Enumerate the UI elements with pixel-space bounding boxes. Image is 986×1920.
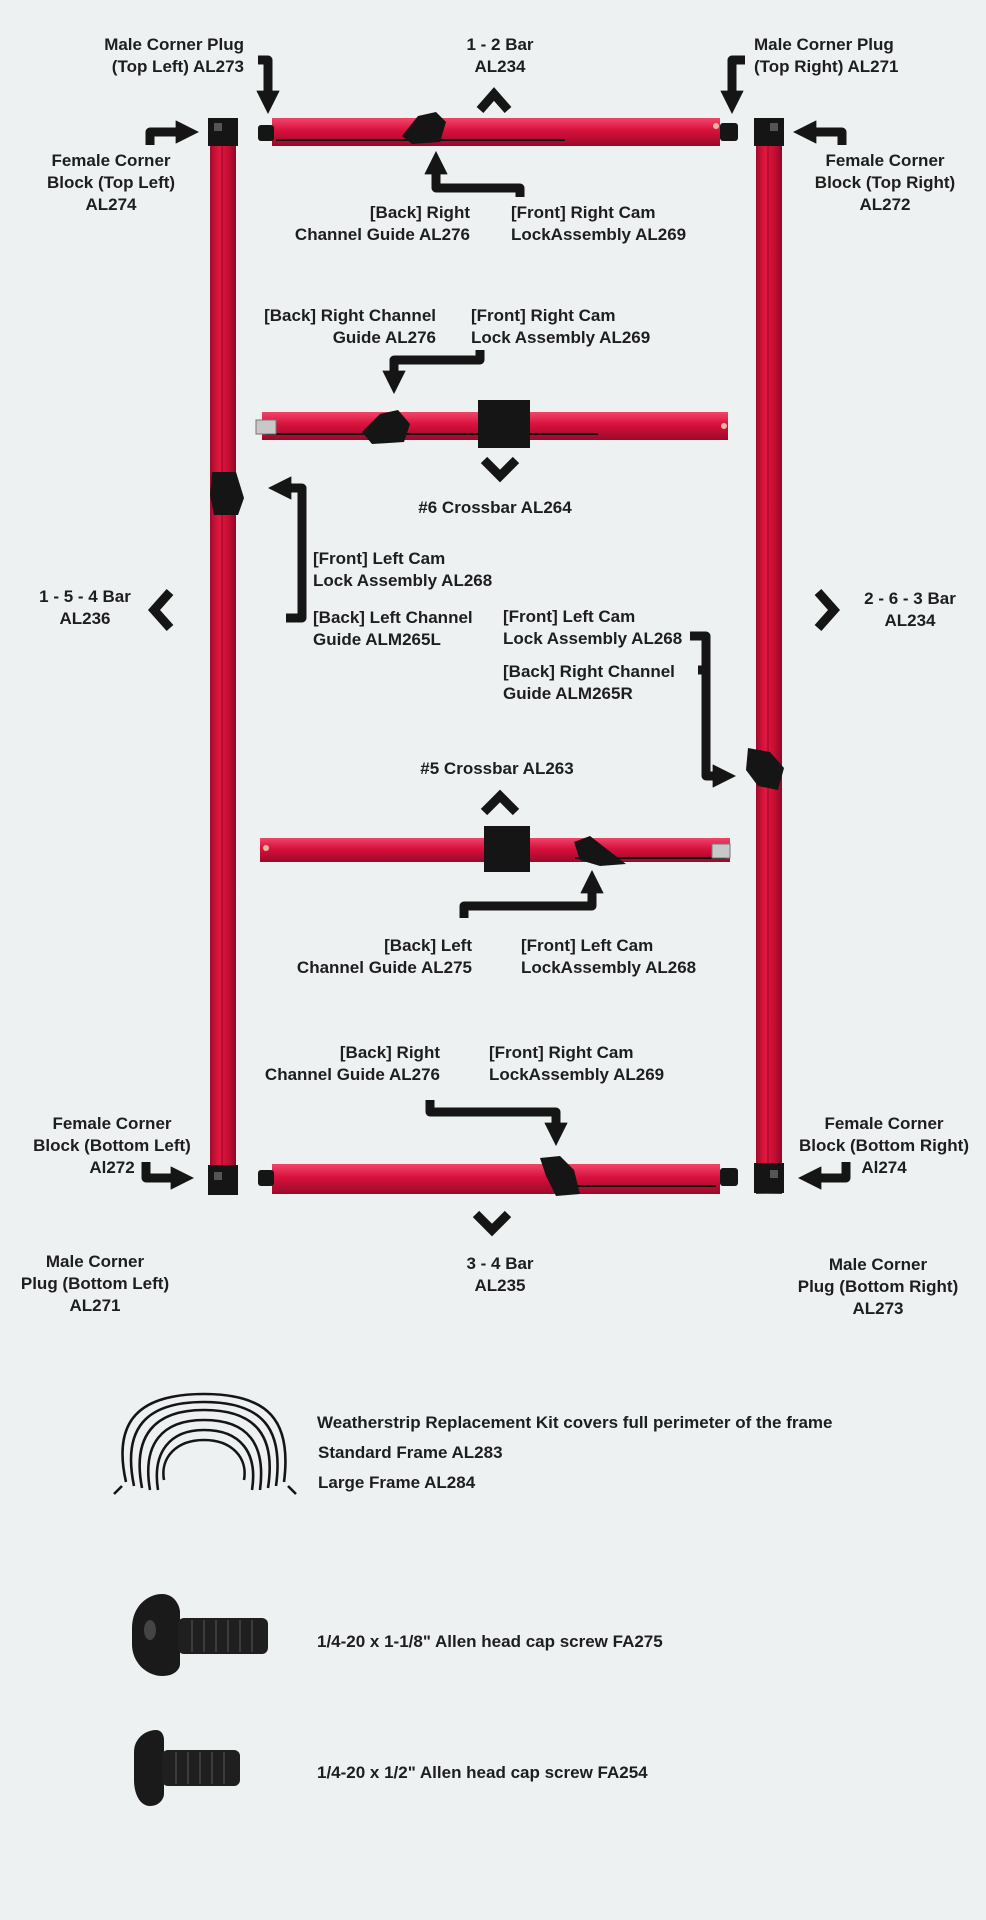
- crossbar-6: [255, 400, 728, 448]
- bar-1-2: [258, 112, 738, 146]
- label-crossbar-6: #6 Crossbar AL264: [418, 498, 572, 517]
- label-left-front-left-cam-lock: [Front] Left Cam Lock Assembly AL268: [313, 549, 493, 590]
- bent-arrow-icon: [141, 55, 851, 1190]
- bar-1-5-4: [208, 118, 244, 1195]
- chevron-bar-1-2: [476, 87, 512, 113]
- clamp-block-icon: [478, 400, 530, 448]
- male-corner-plug-bottom-right: [720, 1168, 738, 1186]
- label-male-corner-plug-bottom-right: Male Corner Plug (Bottom Right) AL273: [797, 1255, 959, 1318]
- weatherstrip-standard-frame: Standard Frame AL283: [318, 1443, 503, 1462]
- arrow-female-block-bottom-right: [797, 1162, 851, 1190]
- arrow-male-plug-top-right: [720, 55, 745, 115]
- arrow-female-block-top-left: [145, 120, 200, 145]
- label-top-front-right-cam-lock: [Front] Right Cam LockAssembly AL269: [511, 203, 687, 244]
- chevron-crossbar-5: [480, 789, 520, 816]
- chevron-icon: [147, 87, 841, 1237]
- chevron-bar-2-6-3: [814, 589, 841, 631]
- arrow-crossbar6-cam-lock: [382, 350, 485, 395]
- crossbar-5: [260, 826, 731, 872]
- arrow-crossbar5-cam-lock: [459, 869, 604, 918]
- arrow-left-channel-guide-stem: [286, 520, 307, 623]
- label-bottom-back-right-channel-guide: [Back] Right Channel Guide AL276: [264, 1043, 440, 1084]
- label-crossbar-5: #5 Crossbar AL263: [420, 759, 574, 778]
- female-corner-block-bottom-right: [754, 1163, 784, 1193]
- label-crossbar5-front-left-cam-lock: [Front] Left Cam LockAssembly AL268: [521, 936, 697, 977]
- male-corner-plug-bottom-left: [258, 1170, 274, 1186]
- arrow-bottom-cam-lock: [425, 1100, 568, 1147]
- cam-lock-icon: [210, 472, 244, 515]
- label-crossbar6-back-right-channel-guide: [Back] Right Channel Guide AL276: [264, 306, 436, 347]
- arrow-right-cam-lock: [690, 631, 737, 788]
- female-corner-block-bottom-left: [208, 1165, 238, 1195]
- label-top-back-right-channel-guide: [Back] Right Channel Guide AL276: [294, 203, 470, 244]
- chevron-bar-3-4: [472, 1210, 512, 1237]
- bar-3-4: [258, 1156, 738, 1196]
- screw-short-label: 1/4-20 x 1/2" Allen head cap screw FA254: [317, 1763, 648, 1782]
- female-corner-block-top-right: [754, 118, 784, 146]
- label-crossbar5-back-left-channel-guide: [Back] Left Channel Guide AL275: [296, 936, 472, 977]
- label-bar-2-6-3: 2 - 6 - 3 Bar AL234: [864, 589, 956, 630]
- label-male-corner-plug-top-right: Male Corner Plug (Top Right) AL271: [754, 35, 899, 76]
- arrow-female-block-top-right: [792, 120, 847, 145]
- weatherstrip-large-frame: Large Frame AL284: [318, 1473, 476, 1492]
- label-left-back-left-channel-guide: [Back] Left Channel Guide ALM265L: [313, 608, 473, 649]
- label-bar-1-5-4: 1 - 5 - 4 Bar AL236: [39, 587, 131, 628]
- chevron-crossbar-6: [480, 456, 520, 483]
- label-bar-1-2: 1 - 2 Bar AL234: [466, 35, 534, 76]
- screw-long-label: 1/4-20 x 1-1/8" Allen head cap screw FA2…: [317, 1632, 663, 1651]
- cam-lock-icon: [402, 112, 446, 144]
- arrow-left-cam-lock: [267, 476, 307, 520]
- label-bar-3-4: 3 - 4 Bar AL235: [466, 1254, 534, 1295]
- label-crossbar6-front-right-cam-lock: [Front] Right Cam Lock Assembly AL269: [471, 306, 651, 347]
- label-bottom-front-right-cam-lock: [Front] Right Cam LockAssembly AL269: [489, 1043, 665, 1084]
- label-female-corner-block-bottom-left: Female Corner Block (Bottom Left) Al272: [33, 1114, 191, 1177]
- cam-lock-icon: [574, 836, 626, 866]
- weatherstrip-coil-icon: [113, 1392, 297, 1495]
- male-corner-plug-top-right: [720, 123, 738, 141]
- arrow-top-cam-lock: [424, 150, 525, 197]
- cam-lock-icon: [362, 410, 410, 444]
- label-female-corner-block-top-left: Female Corner Block (Top Left) AL274: [46, 151, 176, 214]
- clamp-block-icon: [484, 826, 530, 872]
- allen-screw-icon: [134, 1730, 240, 1806]
- cam-lock-icon: [540, 1156, 580, 1196]
- female-corner-block-top-left: [208, 118, 238, 146]
- chevron-bar-1-5-4: [147, 589, 174, 631]
- bar-2-6-3: [746, 118, 784, 1194]
- allen-screw-icon: [132, 1594, 268, 1676]
- arrow-male-plug-top-left: [256, 55, 280, 115]
- label-female-corner-block-top-right: Female Corner Block (Top Right) AL272: [814, 151, 956, 214]
- arrow-female-block-bottom-left: [141, 1162, 195, 1190]
- label-male-corner-plug-top-left: Male Corner Plug (Top Left) AL273: [104, 35, 244, 76]
- label-male-corner-plug-bottom-left: Male Corner Plug (Bottom Left) AL271: [20, 1252, 170, 1315]
- cam-lock-icon: [746, 748, 784, 790]
- label-female-corner-block-bottom-right: Female Corner Block (Bottom Right) Al274: [799, 1114, 969, 1177]
- male-corner-plug-top-left: [258, 125, 274, 141]
- weatherstrip-kit-title: Weatherstrip Replacement Kit covers full…: [317, 1413, 833, 1432]
- label-right-back-right-channel-guide: [Back] Right Channel Guide ALM265R: [503, 662, 675, 703]
- label-right-front-left-cam-lock: [Front] Left Cam Lock Assembly AL268: [503, 607, 683, 648]
